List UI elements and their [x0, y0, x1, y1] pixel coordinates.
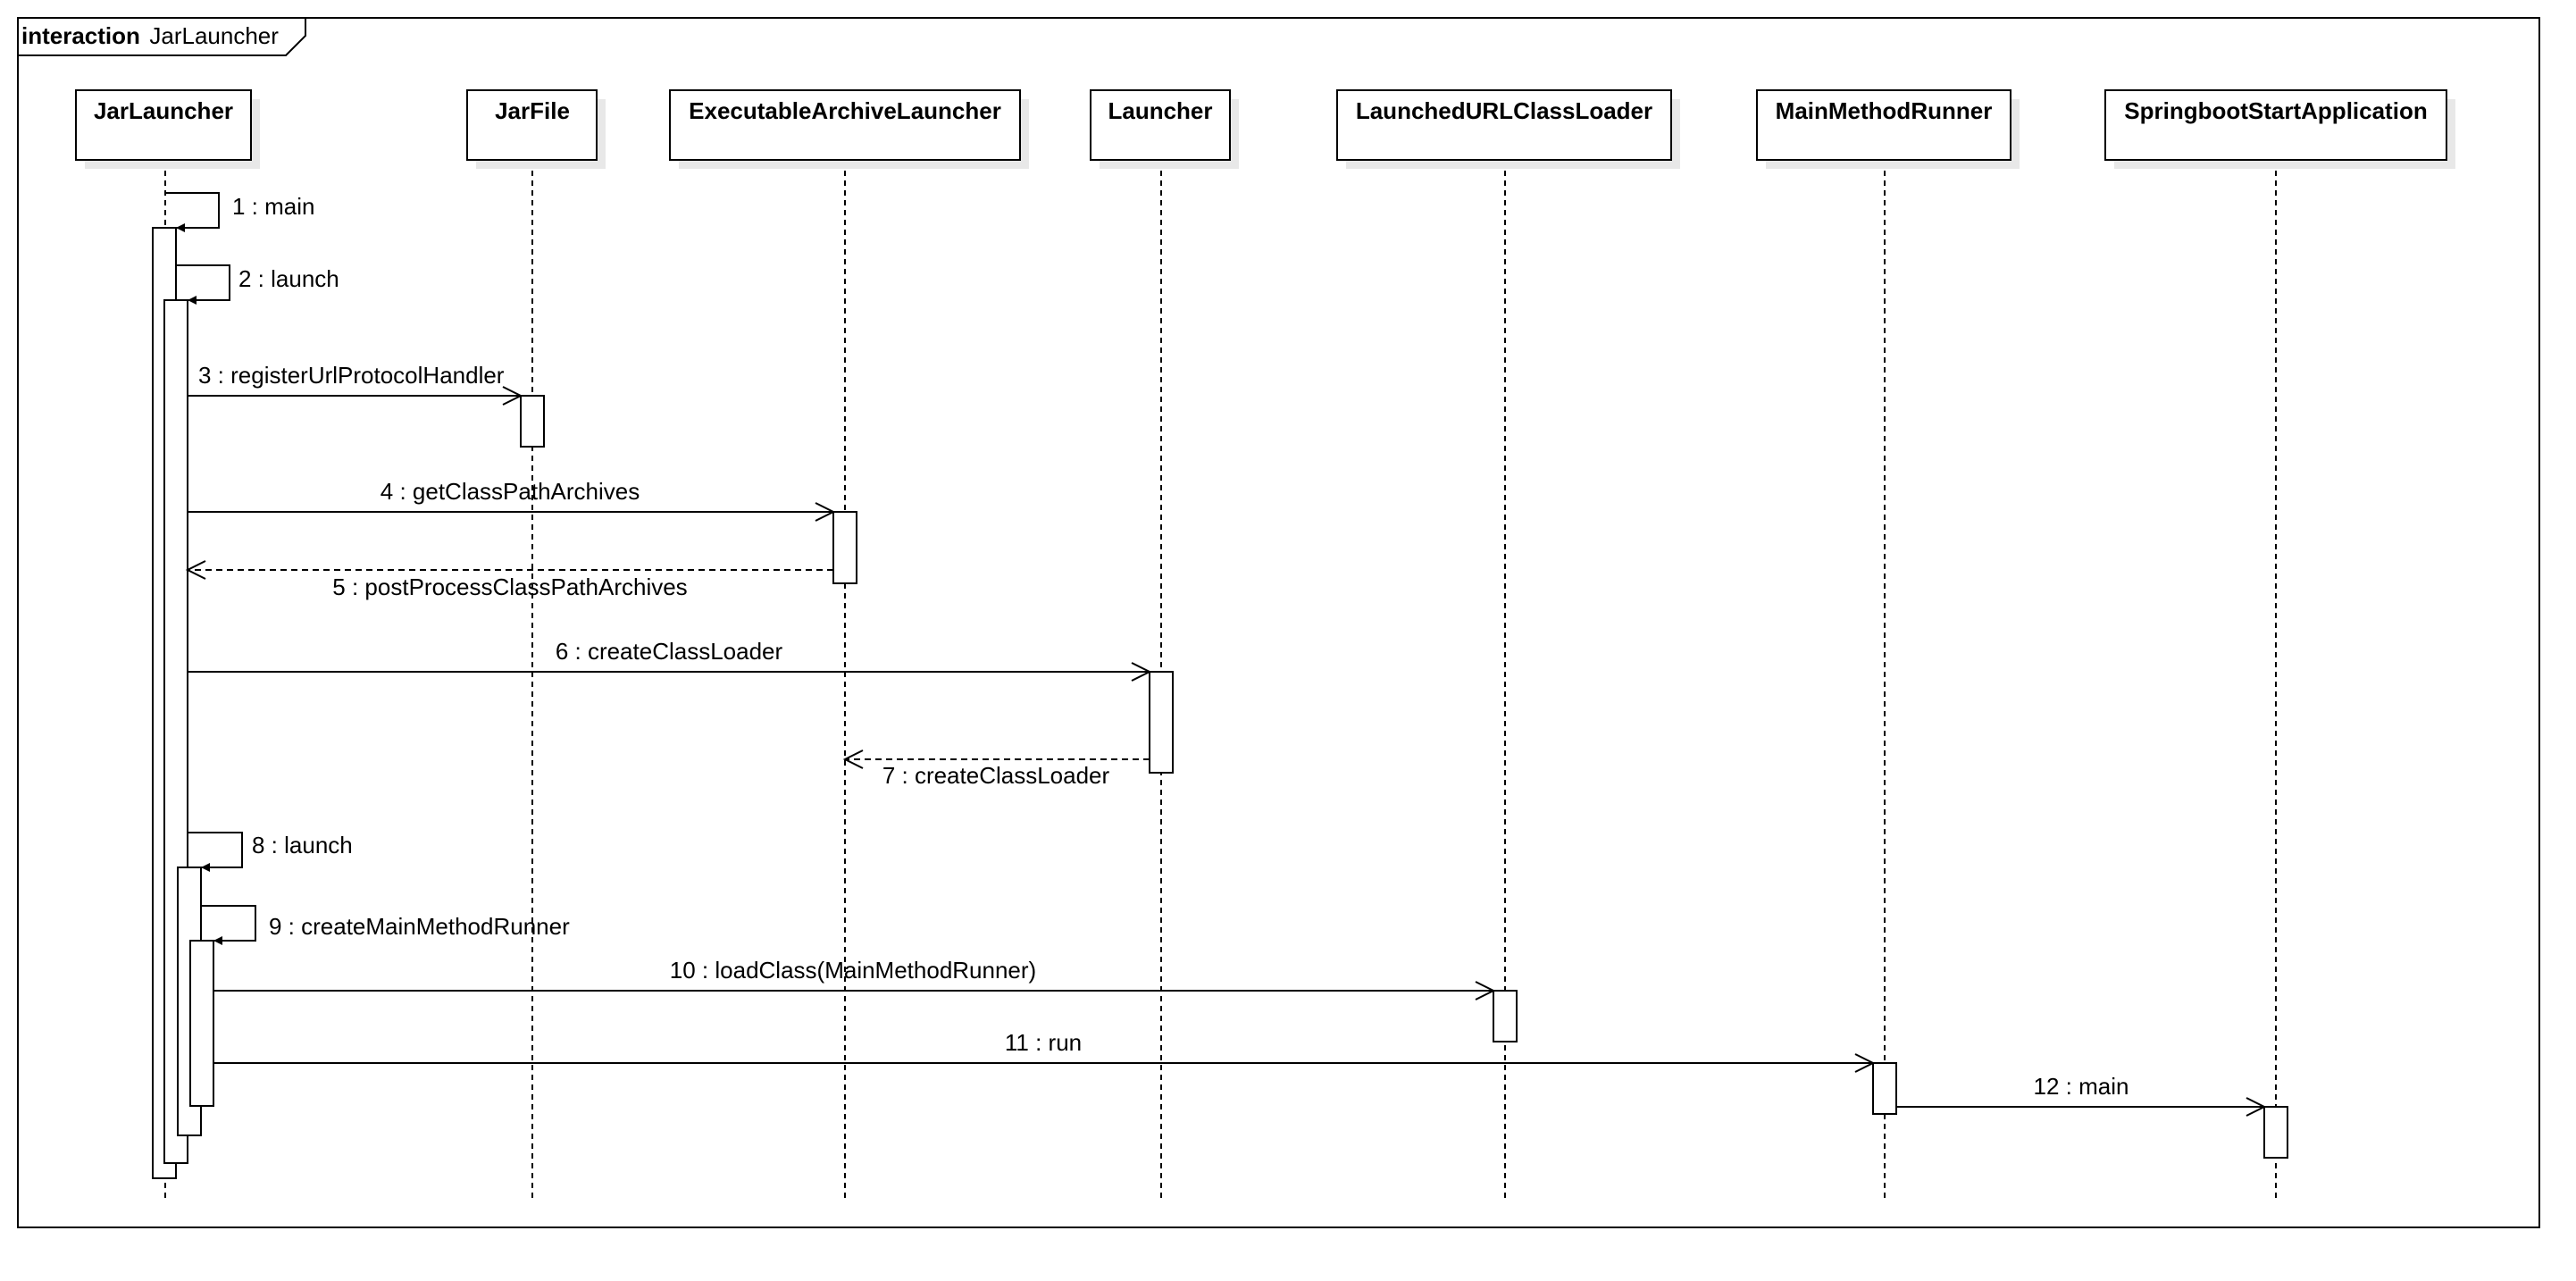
frame-name: JarLauncher	[149, 22, 279, 49]
message-label: 9 : createMainMethodRunner	[269, 913, 570, 940]
message-12-main: 12 : main	[1896, 1073, 2267, 1117]
participant-jarfile: JarFile	[466, 89, 606, 169]
message-label: 7 : createClassLoader	[882, 762, 1110, 789]
message-3-registerurlprotocolhandler: 3 : registerUrlProtocolHandler	[188, 362, 523, 406]
message-label: 5 : postProcessClassPathArchives	[332, 574, 687, 600]
message-9-createmainmethodrunner: 9 : createMainMethodRunner	[201, 905, 570, 945]
frame-title: interaction JarLauncher	[21, 22, 279, 49]
message-label: 11 : run	[1005, 1029, 1082, 1056]
activations	[152, 227, 2288, 1179]
message-label: 6 : createClassLoader	[556, 638, 783, 665]
participant-name: JarFile	[495, 97, 570, 124]
message-label: 10 : loadClass(MainMethodRunner)	[670, 957, 1036, 984]
participant-name: Launcher	[1108, 97, 1212, 124]
lifelines	[164, 161, 2277, 1201]
message-6-createclassloader: 6 : createClassLoader	[188, 638, 1152, 682]
message-2-launch: 2 : launch	[176, 264, 339, 305]
participant-launcher: Launcher	[1090, 89, 1239, 169]
message-label: 4 : getClassPathArchives	[381, 478, 640, 505]
participant-name: SpringbootStartApplication	[2124, 97, 2427, 124]
messages: 1 : main 2 : launch 3 : registerUrlProto…	[165, 192, 2267, 1117]
participant-launchedurlclassloader: LaunchedURLClassLoader	[1336, 89, 1680, 169]
activation-jarfile	[520, 395, 545, 448]
message-8-launch: 8 : launch	[188, 832, 353, 872]
activation-jarlauncher-launch	[163, 299, 188, 1164]
activation-executablearchivelauncher	[832, 511, 857, 584]
participants: JarLauncher JarFile ExecutableArchiveLau…	[75, 89, 2455, 169]
participant-name: MainMethodRunner	[1776, 97, 1993, 124]
participant-name: JarLauncher	[94, 97, 233, 124]
interaction-frame: interaction JarLauncher	[17, 17, 2540, 1228]
message-4-getclasspatharchives: 4 : getClassPathArchives	[188, 478, 836, 522]
message-label: 12 : main	[2034, 1073, 2129, 1100]
participant-name: ExecutableArchiveLauncher	[689, 97, 1001, 124]
activation-jarlauncher-create-runner	[189, 940, 214, 1107]
activation-launcher	[1149, 671, 1174, 774]
activation-springbootstartapplication	[2263, 1106, 2288, 1159]
message-7-createclassloader-return: 7 : createClassLoader	[842, 749, 1150, 789]
message-10-loadclass: 10 : loadClass(MainMethodRunner)	[213, 957, 1496, 1001]
message-11-run: 11 : run	[213, 1029, 1876, 1073]
participant-springbootstartapplication: SpringbootStartApplication	[2104, 89, 2455, 169]
participant-mainmethodrunner: MainMethodRunner	[1756, 89, 2020, 169]
activation-launchedurlclassloader	[1493, 990, 1518, 1042]
message-label: 1 : main	[232, 193, 315, 220]
participant-executablearchivelauncher: ExecutableArchiveLauncher	[669, 89, 1029, 169]
message-5-postprocessclasspatharchives: 5 : postProcessClassPathArchives	[185, 560, 833, 600]
message-label: 3 : registerUrlProtocolHandler	[198, 362, 505, 389]
participant-jarlauncher: JarLauncher	[75, 89, 260, 169]
activation-mainmethodrunner	[1872, 1062, 1897, 1115]
frame-keyword: interaction	[21, 22, 140, 49]
message-1-main: 1 : main	[165, 192, 315, 232]
message-label: 8 : launch	[252, 832, 353, 858]
message-label: 2 : launch	[238, 265, 339, 292]
participant-name: LaunchedURLClassLoader	[1356, 97, 1652, 124]
